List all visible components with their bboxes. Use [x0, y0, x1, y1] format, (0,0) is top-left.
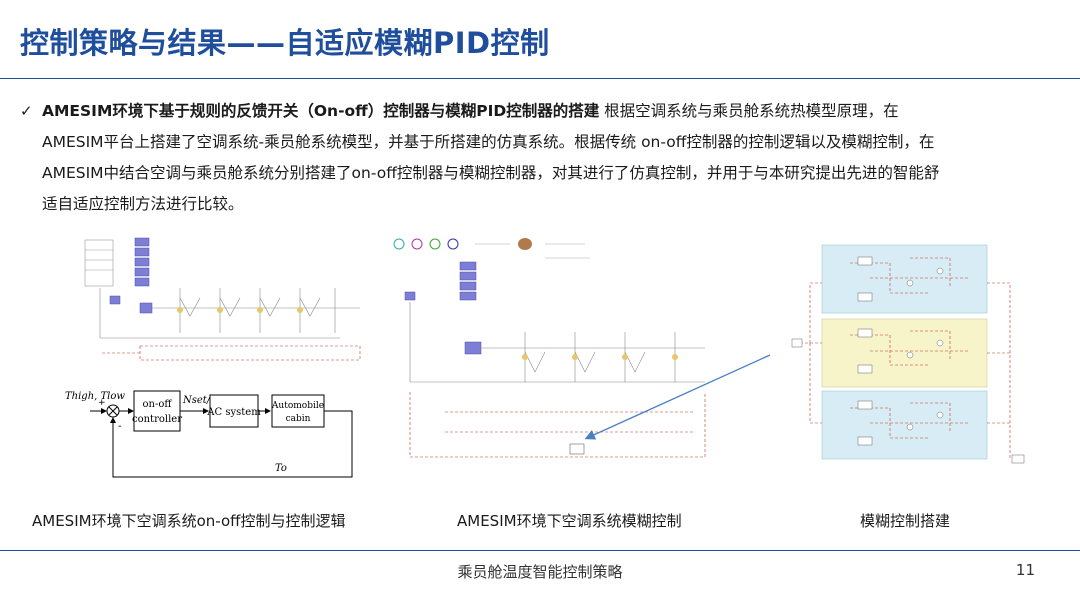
checkmark-icon: ✓ [20, 102, 33, 120]
bullet-line-1-rest: 根据空调系统与乘员舱系统热模型原理，在 [599, 102, 899, 120]
cabin-label-2: cabin [286, 414, 311, 424]
signal-label: Nset/0 [182, 395, 217, 406]
bullet-line-3: AMESIM中结合空调与乘员舱系统分别搭建了on-off控制器与模糊控制器，对其… [42, 164, 940, 182]
fuzzy-panel-3 [821, 390, 988, 460]
onoff-block-diagram: Thigh, Tlow + - on-off controller Nset/0… [60, 385, 380, 500]
connector-arrow [584, 354, 771, 440]
fuzzy-panel-2 [821, 318, 988, 388]
minus-sign: - [118, 421, 122, 432]
bullet-line-4: 适自适应控制方法进行比较。 [42, 195, 244, 213]
footer-title: 乘员舱温度智能控制策略 [457, 563, 623, 581]
amesim-fuzzy-schematic [385, 232, 715, 472]
amesim-onoff-schematic [80, 228, 380, 378]
slide-title: 控制策略与结果——自适应模糊PID控制 [20, 26, 550, 60]
ac-system-block [209, 394, 259, 428]
caption-right: 模糊控制搭建 [860, 512, 951, 530]
bullet-bold-lead: AMESIM环境下基于规则的反馈开关（On-off）控制器与模糊PID控制器的搭… [42, 102, 600, 120]
bullet-line-1: ✓ AMESIM环境下基于规则的反馈开关（On-off）控制器与模糊PID控制器的… [20, 96, 1010, 127]
cabin-label-1: Automobile [271, 401, 324, 411]
fuzzy-controller-build [790, 243, 1035, 468]
title-divider [0, 78, 1080, 79]
page-number: 11 [1015, 561, 1035, 579]
input-label: Thigh, Tlow [65, 391, 125, 402]
controller-label-1: on-off [143, 399, 173, 410]
caption-middle: AMESIM环境下空调系统模糊控制 [457, 512, 682, 530]
bullet-paragraph: ✓ AMESIM环境下基于规则的反馈开关（On-off）控制器与模糊PID控制器的… [20, 96, 1010, 220]
bullet-line-2: AMESIM平台上搭建了空调系统-乘员舱系统模型，并基于所搭建的仿真系统。根据传… [42, 133, 935, 151]
plus-sign: + [98, 398, 106, 408]
fuzzy-panel-1 [821, 244, 988, 314]
footer-divider [0, 550, 1080, 551]
ac-system-label: AC system [206, 407, 261, 418]
caption-left: AMESIM环境下空调系统on-off控制与控制逻辑 [32, 512, 346, 530]
feedback-label: To [275, 463, 287, 474]
controller-label-2: controller [132, 414, 182, 425]
onoff-controller-block [133, 390, 181, 432]
